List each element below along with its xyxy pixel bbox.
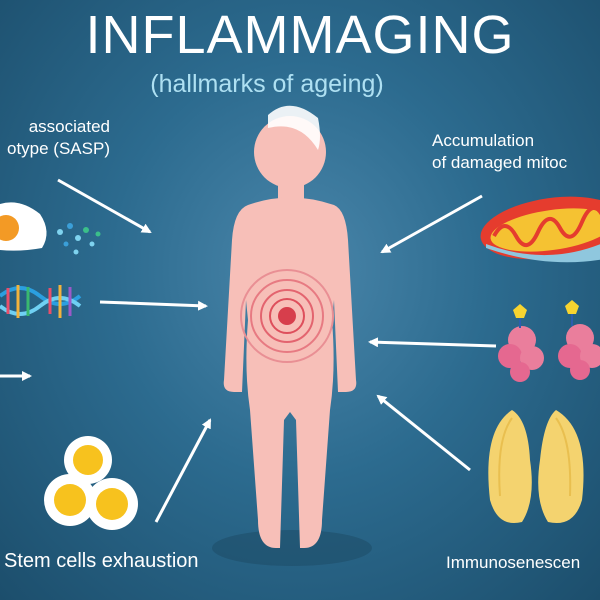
- arrow-sasp: [57, 178, 152, 234]
- arrow-dna: [99, 300, 208, 311]
- senescent-cell-icon: [0, 202, 101, 255]
- mitochondria-icon: [480, 196, 600, 263]
- stem-cells-label: Stem cells exhaustion: [4, 550, 199, 572]
- arrow-immuno: [376, 394, 471, 472]
- immunosenescence-label: Immunosenescen: [446, 553, 581, 572]
- sasp-label-line1: associated: [28, 117, 110, 136]
- arrow-mitochondria: [380, 194, 483, 254]
- mitochondria-label-line2: of damaged mitoc: [432, 153, 568, 172]
- mitochondria-label-line1: Accumulation: [432, 131, 535, 150]
- arrow-proteins: [368, 337, 497, 348]
- stem-cells-icon: [44, 436, 138, 530]
- thymus-icon: [488, 410, 584, 524]
- arrows: [0, 178, 497, 523]
- sasp-label: associated otype (SASP): [0, 116, 110, 160]
- diagram-title: INFLAMMAGING: [85, 5, 515, 65]
- sasp-label-line2: otype (SASP): [7, 139, 110, 158]
- diagram-subtitle: (hallmarks of ageing): [150, 70, 384, 98]
- mitochondria-label: Accumulation of damaged mitoc: [432, 130, 600, 174]
- human-body-figure: [212, 105, 372, 566]
- inflammation-rings: [240, 269, 334, 363]
- protein-aggregates-icon: [498, 300, 600, 382]
- dna-icon: [0, 285, 82, 318]
- arrow-stem-cells: [154, 418, 212, 523]
